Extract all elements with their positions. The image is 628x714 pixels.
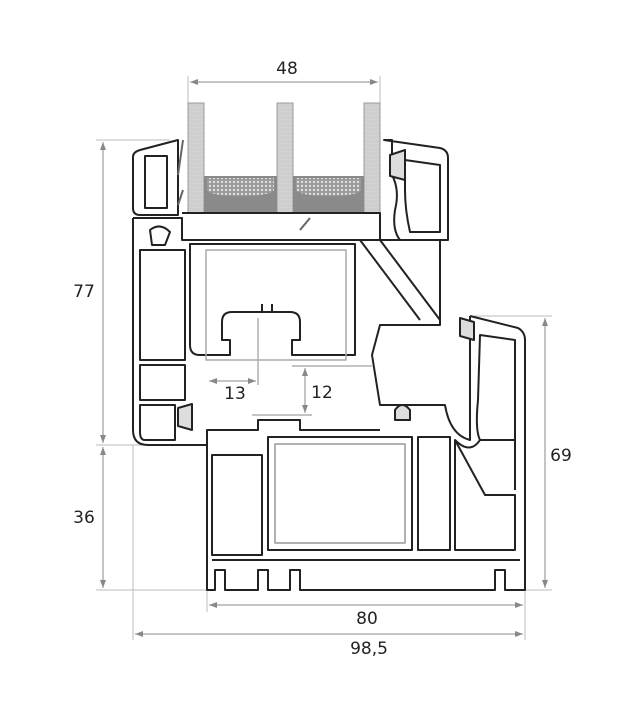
glazing xyxy=(187,102,381,214)
profile-outline xyxy=(132,139,526,591)
dimension-frame-height-left: 36 xyxy=(73,508,95,528)
dimension-lines xyxy=(100,79,548,637)
extension-lines xyxy=(96,76,552,640)
dimension-sash-height: 77 xyxy=(73,282,95,302)
dimension-frame-height-right: 69 xyxy=(550,446,572,466)
dimension-total-depth: 98,5 xyxy=(350,639,388,659)
dimension-frame-depth: 80 xyxy=(356,609,378,629)
dimension-rebate-width: 13 xyxy=(224,384,246,404)
dimension-glass-width: 48 xyxy=(276,59,298,79)
dimension-rebate-height: 12 xyxy=(311,383,333,403)
